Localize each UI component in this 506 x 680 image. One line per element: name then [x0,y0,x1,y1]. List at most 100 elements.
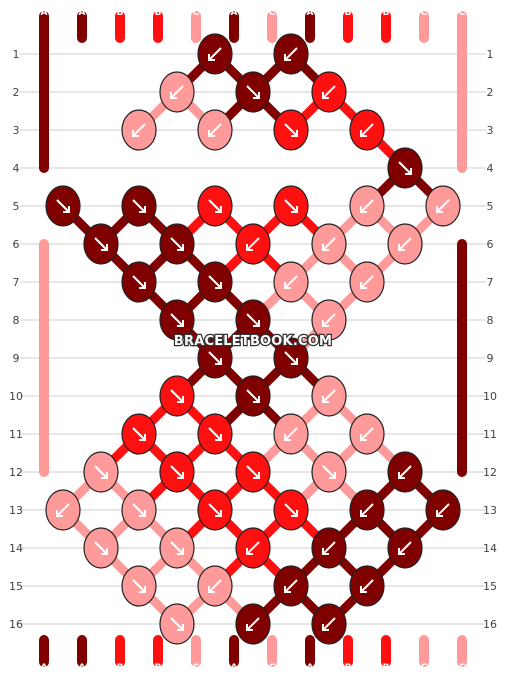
row-number-right: 1 [487,48,494,61]
knot [387,451,423,493]
row-number-left: 1 [13,48,20,61]
arrow-se-icon [170,541,184,555]
arrow-se-icon [170,237,184,251]
arrow-head-icon [284,434,291,441]
knot [311,603,347,645]
arrow-head-icon [253,396,260,403]
knot [349,261,385,303]
arrow-se-icon [132,427,146,441]
arrow-sw-icon [284,47,298,61]
knot [311,71,347,113]
arrow-sw-icon [360,503,374,517]
knot [83,223,119,265]
arrow-sw-icon [246,237,260,251]
knot [349,109,385,151]
arrow-sw-icon [56,503,70,517]
arrow-head-icon [177,624,184,631]
row-number-right: 4 [487,162,494,175]
arrow-se-icon [284,351,298,365]
row-number-left: 9 [13,352,20,365]
arrow-head-icon [215,282,222,289]
arrow-se-icon [170,465,184,479]
strand-label-bottom: C [269,663,276,673]
arrow-head-icon [360,206,367,213]
arrow-head-icon [284,586,291,593]
arrow-head-icon [132,130,139,137]
strand-label-bottom: A [231,663,238,673]
knot [387,223,423,265]
arrow-head-icon [284,282,291,289]
arrow-head-icon [322,320,329,327]
arrow-sw-icon [398,541,412,555]
row-number-right: 12 [483,466,497,479]
knot [159,299,195,341]
knot [349,489,385,531]
knot [273,337,309,379]
arrow-head-icon [246,548,253,555]
arrow-sw-icon [208,123,222,137]
strand-label-top: C [459,8,466,18]
arrow-se-icon [208,427,222,441]
arrow-head-icon [208,54,215,61]
arrow-sw-icon [284,579,298,593]
arrow-head-icon [177,244,184,251]
arrow-head-icon [101,548,108,555]
knot [273,261,309,303]
knot [121,565,157,607]
arrow-head-icon [139,434,146,441]
strand-label-bottom: A [307,663,314,673]
row-number-left: 15 [9,580,23,593]
arrow-se-icon [284,123,298,137]
row-number-right: 13 [483,504,497,517]
row-number-right: 7 [487,276,494,289]
knot [235,375,271,417]
knot [197,489,233,531]
knot [425,185,461,227]
arrow-head-icon [177,548,184,555]
arrow-head-icon [398,244,405,251]
knot [121,489,157,531]
arrow-head-icon [253,320,260,327]
knot [235,451,271,493]
row-number-left: 7 [13,276,20,289]
strand-label-bottom: B [345,663,352,673]
arrow-head-icon [208,130,215,137]
arrow-sw-icon [360,579,374,593]
arrow-sw-icon [208,47,222,61]
arrow-head-icon [398,548,405,555]
row-number-right: 15 [483,580,497,593]
strand-label-bottom: B [155,663,162,673]
arrow-sw-icon [246,541,260,555]
knot [311,299,347,341]
arrow-head-icon [405,168,412,175]
watermark: BRACELETBOOK.COM [174,334,332,349]
strand-label-top: B [345,8,352,18]
arrow-head-icon [177,472,184,479]
row-number-right: 3 [487,124,494,137]
arrow-se-icon [94,237,108,251]
row-number-left: 3 [13,124,20,137]
arrow-sw-icon [170,85,184,99]
strand-label-top: A [79,8,86,18]
row-number-right: 16 [483,618,497,631]
arrow-sw-icon [322,541,336,555]
strand-label-top: A [307,8,314,18]
arrow-head-icon [177,320,184,327]
knot [159,527,195,569]
row-number-left: 5 [13,200,20,213]
arrow-se-icon [208,275,222,289]
arrow-se-icon [94,465,108,479]
row-number-left: 14 [9,542,23,555]
arrow-se-icon [56,199,70,213]
knot [311,451,347,493]
arrow-head-icon [139,586,146,593]
arrow-se-icon [208,199,222,213]
arrow-head-icon [170,92,177,99]
arrow-head-icon [101,244,108,251]
arrow-head-icon [215,358,222,365]
arrow-sw-icon [360,275,374,289]
arrow-sw-icon [360,199,374,213]
arrow-se-icon [208,351,222,365]
knot [311,223,347,265]
arrow-sw-icon [322,389,336,403]
